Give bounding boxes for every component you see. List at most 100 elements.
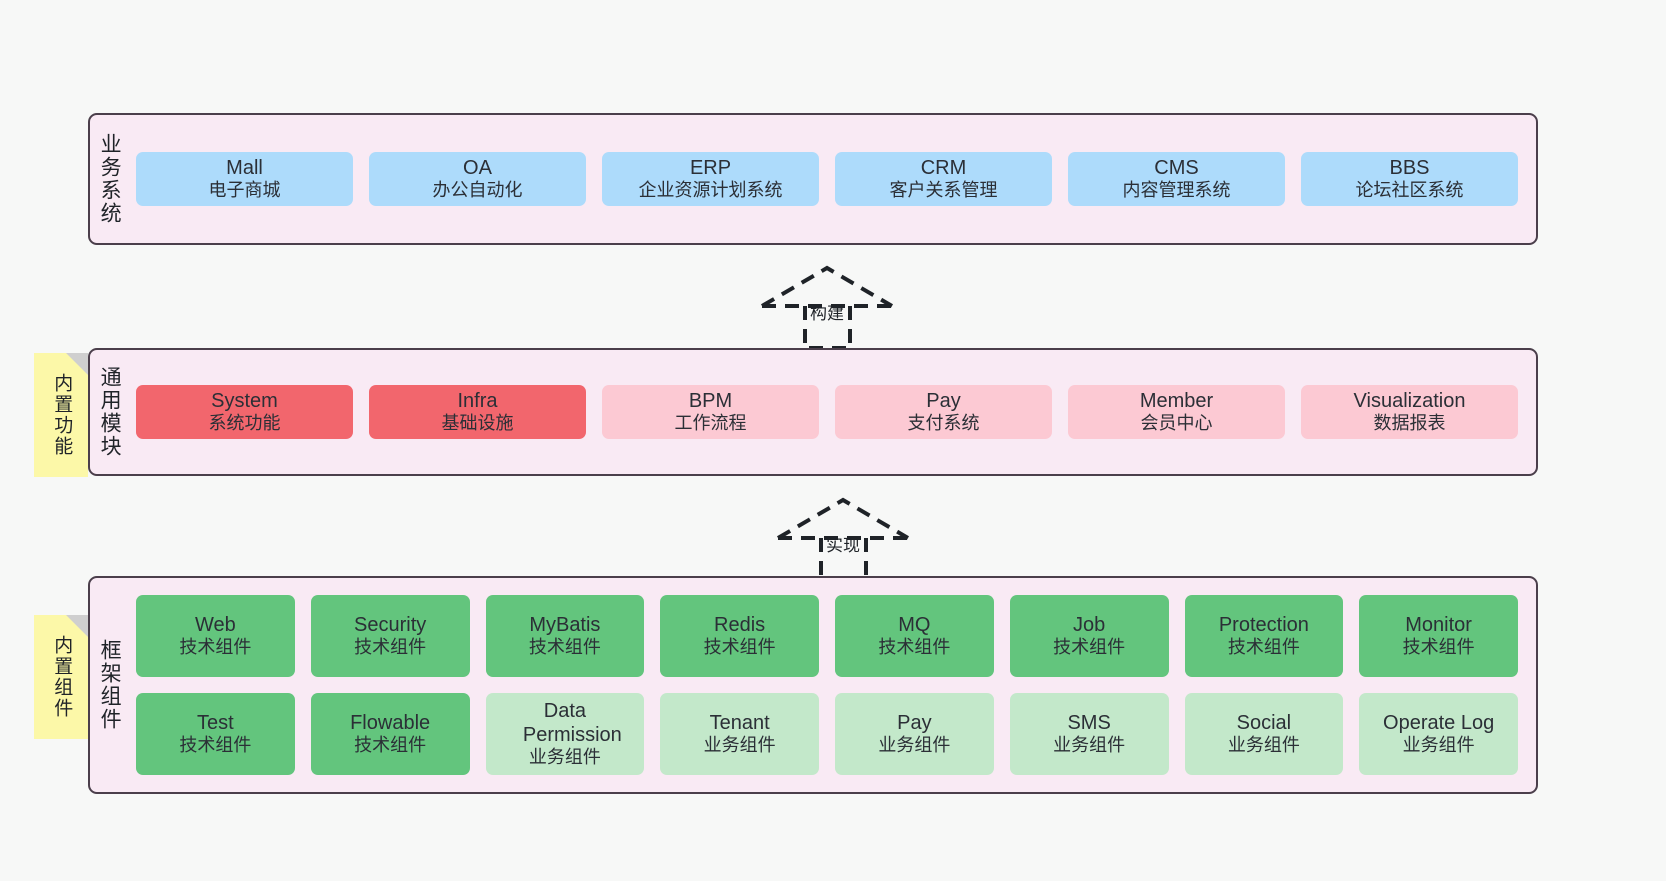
page-fold-icon bbox=[66, 353, 88, 375]
layer-title-common-modules: 通用模块 bbox=[98, 366, 122, 458]
layer-title-business-systems: 业务系统 bbox=[98, 133, 122, 225]
module-desc: 业务组件 bbox=[1053, 735, 1126, 756]
module-card-oa[interactable]: OA 办公自动化 bbox=[369, 151, 586, 207]
module-desc: 办公自动化 bbox=[432, 180, 523, 201]
module-name: Job bbox=[1073, 613, 1106, 636]
module-card-data-permission[interactable]: Data Permission 业务组件 bbox=[485, 693, 645, 775]
module-card-member[interactable]: Member 会员中心 bbox=[1068, 384, 1285, 440]
module-desc: 技术组件 bbox=[1402, 637, 1475, 658]
module-desc: 技术组件 bbox=[179, 637, 252, 658]
module-name: System bbox=[211, 389, 278, 412]
row: System 系统功能 Infra 基础设施 BPM 工作流程 Pay 支付系统… bbox=[136, 384, 1518, 440]
module-desc: 技术组件 bbox=[354, 637, 427, 658]
module-card-social[interactable]: Social 业务组件 bbox=[1184, 693, 1344, 775]
module-desc: 技术组件 bbox=[1053, 637, 1126, 658]
layer-framework-components: 框架组件 Web 技术组件 Security 技术组件 MyBatis 技术组件… bbox=[88, 576, 1538, 794]
module-card-erp[interactable]: ERP 企业资源计划系统 bbox=[602, 151, 819, 207]
module-card-security[interactable]: Security 技术组件 bbox=[310, 595, 470, 677]
layer-title-framework-components: 框架组件 bbox=[98, 639, 122, 731]
layer-common-modules: 通用模块 System 系统功能 Infra 基础设施 BPM 工作流程 Pay… bbox=[88, 348, 1538, 476]
module-card-bbs[interactable]: BBS 论坛社区系统 bbox=[1301, 151, 1518, 207]
module-name: BPM bbox=[688, 389, 733, 412]
module-card-sms[interactable]: SMS 业务组件 bbox=[1009, 693, 1169, 775]
module-name: Data Permission bbox=[522, 699, 622, 747]
module-desc: 业务组件 bbox=[878, 735, 951, 756]
module-desc: 数据报表 bbox=[1373, 413, 1446, 434]
module-card-visualization[interactable]: Visualization 数据报表 bbox=[1301, 384, 1518, 440]
module-name: SMS bbox=[1067, 711, 1111, 734]
module-desc: 会员中心 bbox=[1140, 413, 1213, 434]
module-desc: 业务组件 bbox=[1227, 735, 1300, 756]
module-desc: 技术组件 bbox=[528, 637, 601, 658]
module-desc: 业务组件 bbox=[703, 735, 776, 756]
arrow-head-triangle bbox=[776, 497, 910, 540]
module-card-system[interactable]: System 系统功能 bbox=[136, 384, 353, 440]
module-name: MyBatis bbox=[529, 613, 601, 636]
module-card-flowable[interactable]: Flowable 技术组件 bbox=[310, 693, 470, 775]
connector-label-implement: 实现 bbox=[826, 536, 860, 555]
module-card-job[interactable]: Job 技术组件 bbox=[1009, 595, 1169, 677]
row: Test 技术组件 Flowable 技术组件 Data Permission … bbox=[136, 693, 1518, 775]
layer-body-framework-components: Web 技术组件 Security 技术组件 MyBatis 技术组件 Redi… bbox=[128, 578, 1536, 792]
module-name: Member bbox=[1139, 389, 1214, 412]
module-name: Pay bbox=[897, 711, 932, 734]
module-desc: 业务组件 bbox=[528, 747, 601, 768]
connector-label-build: 构建 bbox=[810, 304, 844, 323]
module-name: BBS bbox=[1389, 156, 1430, 179]
row: Web 技术组件 Security 技术组件 MyBatis 技术组件 Redi… bbox=[136, 595, 1518, 677]
module-name: Tenant bbox=[709, 711, 770, 734]
page-fold-icon bbox=[66, 615, 88, 637]
arrow-head-triangle bbox=[760, 265, 894, 308]
module-desc: 业务组件 bbox=[1402, 735, 1475, 756]
connector-implement: 实现 bbox=[768, 490, 928, 582]
module-card-mybatis[interactable]: MyBatis 技术组件 bbox=[485, 595, 645, 677]
module-card-cms[interactable]: CMS 内容管理系统 bbox=[1068, 151, 1285, 207]
module-name: Social bbox=[1236, 711, 1292, 734]
module-name: Pay bbox=[926, 389, 961, 412]
sticky-note-builtin-features: 内置功能 bbox=[34, 353, 88, 477]
module-card-mall[interactable]: Mall 电子商城 bbox=[136, 151, 353, 207]
module-card-pay-business[interactable]: Pay 业务组件 bbox=[835, 693, 994, 775]
module-card-monitor[interactable]: Monitor 技术组件 bbox=[1359, 595, 1518, 677]
module-card-redis[interactable]: Redis 技术组件 bbox=[660, 595, 819, 677]
module-card-test[interactable]: Test 技术组件 bbox=[136, 693, 295, 775]
module-name: Operate Log bbox=[1383, 711, 1495, 734]
module-desc: 技术组件 bbox=[703, 637, 776, 658]
module-desc: 工作流程 bbox=[674, 413, 747, 434]
layer-business-systems: 业务系统 Mall 电子商城 OA 办公自动化 ERP 企业资源计划系统 CRM… bbox=[88, 113, 1538, 245]
module-name: Infra bbox=[457, 389, 498, 412]
sticky-note-label: 内置功能 bbox=[51, 373, 73, 457]
module-desc: 技术组件 bbox=[1227, 637, 1300, 658]
layer-body-business-systems: Mall 电子商城 OA 办公自动化 ERP 企业资源计划系统 CRM 客户关系… bbox=[128, 115, 1536, 243]
connector-build: 构建 bbox=[752, 258, 912, 350]
sticky-note-builtin-components: 内置组件 bbox=[34, 615, 88, 739]
module-card-crm[interactable]: CRM 客户关系管理 bbox=[835, 151, 1052, 207]
module-name: ERP bbox=[689, 156, 732, 179]
layer-body-common-modules: System 系统功能 Infra 基础设施 BPM 工作流程 Pay 支付系统… bbox=[128, 350, 1536, 474]
module-card-infra[interactable]: Infra 基础设施 bbox=[369, 384, 586, 440]
module-card-operate-log[interactable]: Operate Log 业务组件 bbox=[1359, 693, 1518, 775]
module-name: OA bbox=[463, 156, 492, 179]
module-name: Mall bbox=[226, 156, 263, 179]
module-desc: 内容管理系统 bbox=[1122, 180, 1231, 201]
module-name: Protection bbox=[1218, 613, 1309, 636]
module-name: Redis bbox=[714, 613, 766, 636]
module-desc: 客户关系管理 bbox=[889, 180, 998, 201]
module-desc: 技术组件 bbox=[179, 735, 252, 756]
module-card-mq[interactable]: MQ 技术组件 bbox=[835, 595, 994, 677]
module-name: Test bbox=[197, 711, 234, 734]
module-card-pay[interactable]: Pay 支付系统 bbox=[835, 384, 1052, 440]
module-card-protection[interactable]: Protection 技术组件 bbox=[1184, 595, 1344, 677]
module-card-tenant[interactable]: Tenant 业务组件 bbox=[660, 693, 819, 775]
module-desc: 支付系统 bbox=[907, 413, 980, 434]
module-desc: 论坛社区系统 bbox=[1355, 180, 1464, 201]
module-card-web[interactable]: Web 技术组件 bbox=[136, 595, 295, 677]
sticky-note-label: 内置组件 bbox=[51, 635, 73, 719]
module-card-bpm[interactable]: BPM 工作流程 bbox=[602, 384, 819, 440]
module-name: Web bbox=[194, 613, 236, 636]
module-desc: 技术组件 bbox=[354, 735, 427, 756]
module-name: Monitor bbox=[1405, 613, 1472, 636]
module-desc: 技术组件 bbox=[878, 637, 951, 658]
module-name: CMS bbox=[1154, 156, 1199, 179]
